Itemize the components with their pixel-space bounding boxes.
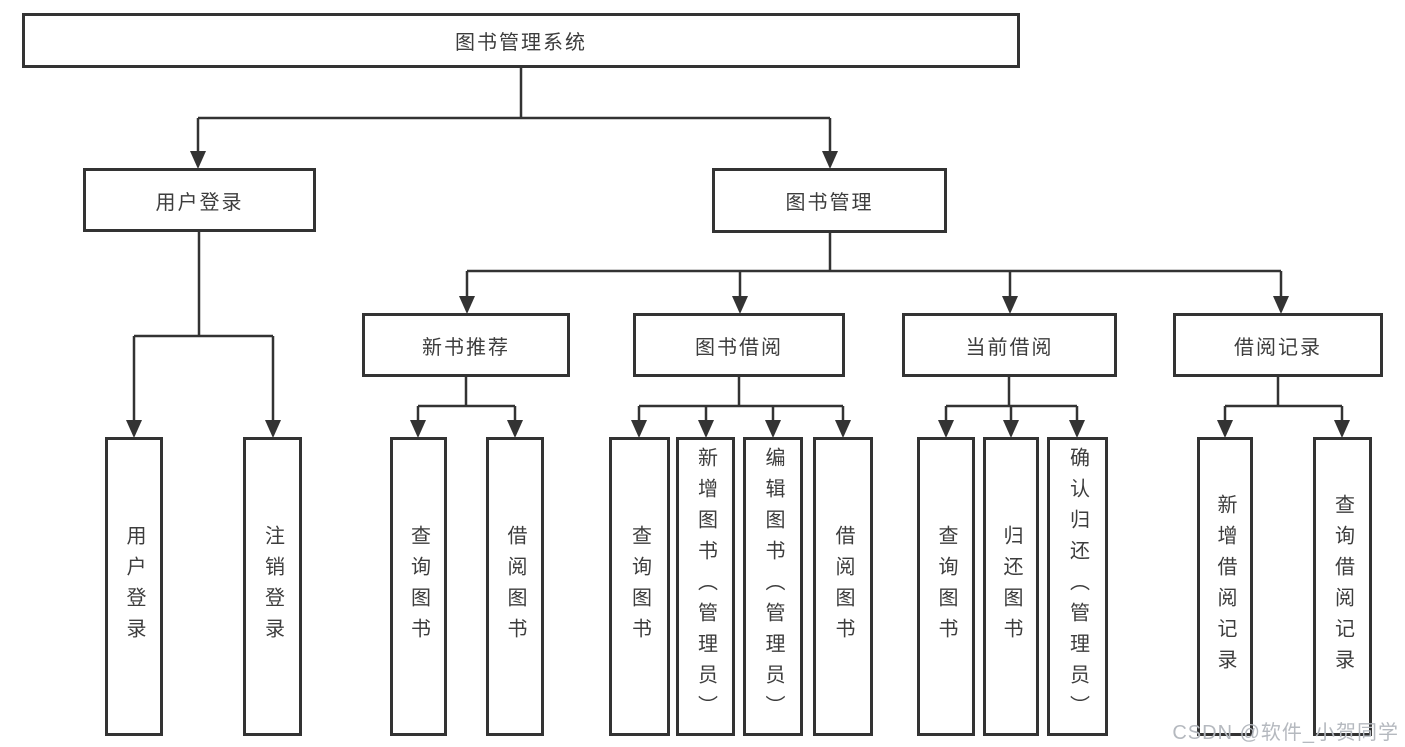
leaf-logout-label: 注销登录: [261, 524, 284, 649]
leaf-user-login: 用户登录: [105, 437, 163, 736]
leaf-current-confirm-return-admin-label: 确认归还（管理员）: [1066, 447, 1089, 726]
leaf-newbook-query-books: 查询图书: [390, 437, 447, 736]
node-user-login-label: 用户登录: [155, 191, 244, 214]
node-book-management-label: 图书管理: [785, 192, 874, 214]
node-book-borrowing: 图书借阅: [633, 313, 845, 377]
node-borrowing-records: 借阅记录: [1173, 313, 1383, 377]
node-book-borrowing-label: 图书借阅: [695, 336, 783, 359]
node-root-system: 图书管理系统: [22, 13, 1020, 68]
node-user-login: 用户登录: [83, 168, 316, 232]
leaf-records-query-record-label: 查询借阅记录: [1331, 493, 1354, 680]
arrowhead-icons: [126, 151, 1350, 438]
node-current-borrowing: 当前借阅: [902, 313, 1117, 377]
leaf-borrow-add-books-admin: 新增图书（管理员）: [676, 437, 735, 736]
leaf-user-login-label: 用户登录: [123, 524, 145, 649]
leaf-borrow-edit-books-admin-label: 编辑图书（管理员）: [762, 447, 784, 726]
leaf-records-add-record: 新增借阅记录: [1197, 437, 1253, 736]
node-root-system-label: 图书管理系统: [455, 32, 587, 54]
node-book-management: 图书管理: [712, 168, 947, 233]
leaf-newbook-borrow-books-label: 借阅图书: [504, 524, 526, 649]
leaf-current-return-books: 归还图书: [983, 437, 1039, 736]
leaf-records-query-record: 查询借阅记录: [1313, 437, 1372, 736]
node-new-book-recommend-label: 新书推荐: [422, 336, 510, 359]
leaf-current-confirm-return-admin: 确认归还（管理员）: [1047, 437, 1108, 736]
leaf-borrow-borrow-books: 借阅图书: [813, 437, 873, 736]
leaf-borrow-query-books: 查询图书: [609, 437, 670, 736]
leaf-newbook-borrow-books: 借阅图书: [486, 437, 544, 736]
leaf-borrow-borrow-books-label: 借阅图书: [832, 524, 854, 649]
leaf-newbook-query-books-label: 查询图书: [407, 524, 430, 649]
leaf-borrow-query-books-label: 查询图书: [628, 524, 651, 649]
leaf-current-return-books-label: 归还图书: [1000, 524, 1022, 649]
node-new-book-recommend: 新书推荐: [362, 313, 570, 377]
leaf-current-query-books-label: 查询图书: [935, 524, 957, 649]
node-borrowing-records-label: 借阅记录: [1234, 336, 1322, 359]
csdn-watermark: CSDN @软件_小贺同学: [1172, 722, 1399, 744]
leaf-records-add-record-label: 新增借阅记录: [1214, 493, 1236, 680]
leaf-borrow-add-books-admin-label: 新增图书（管理员）: [694, 447, 717, 726]
node-current-borrowing-label: 当前借阅: [965, 336, 1054, 359]
leaf-current-query-books: 查询图书: [917, 437, 975, 736]
leaf-borrow-edit-books-admin: 编辑图书（管理员）: [743, 437, 803, 736]
leaf-logout: 注销登录: [243, 437, 302, 736]
